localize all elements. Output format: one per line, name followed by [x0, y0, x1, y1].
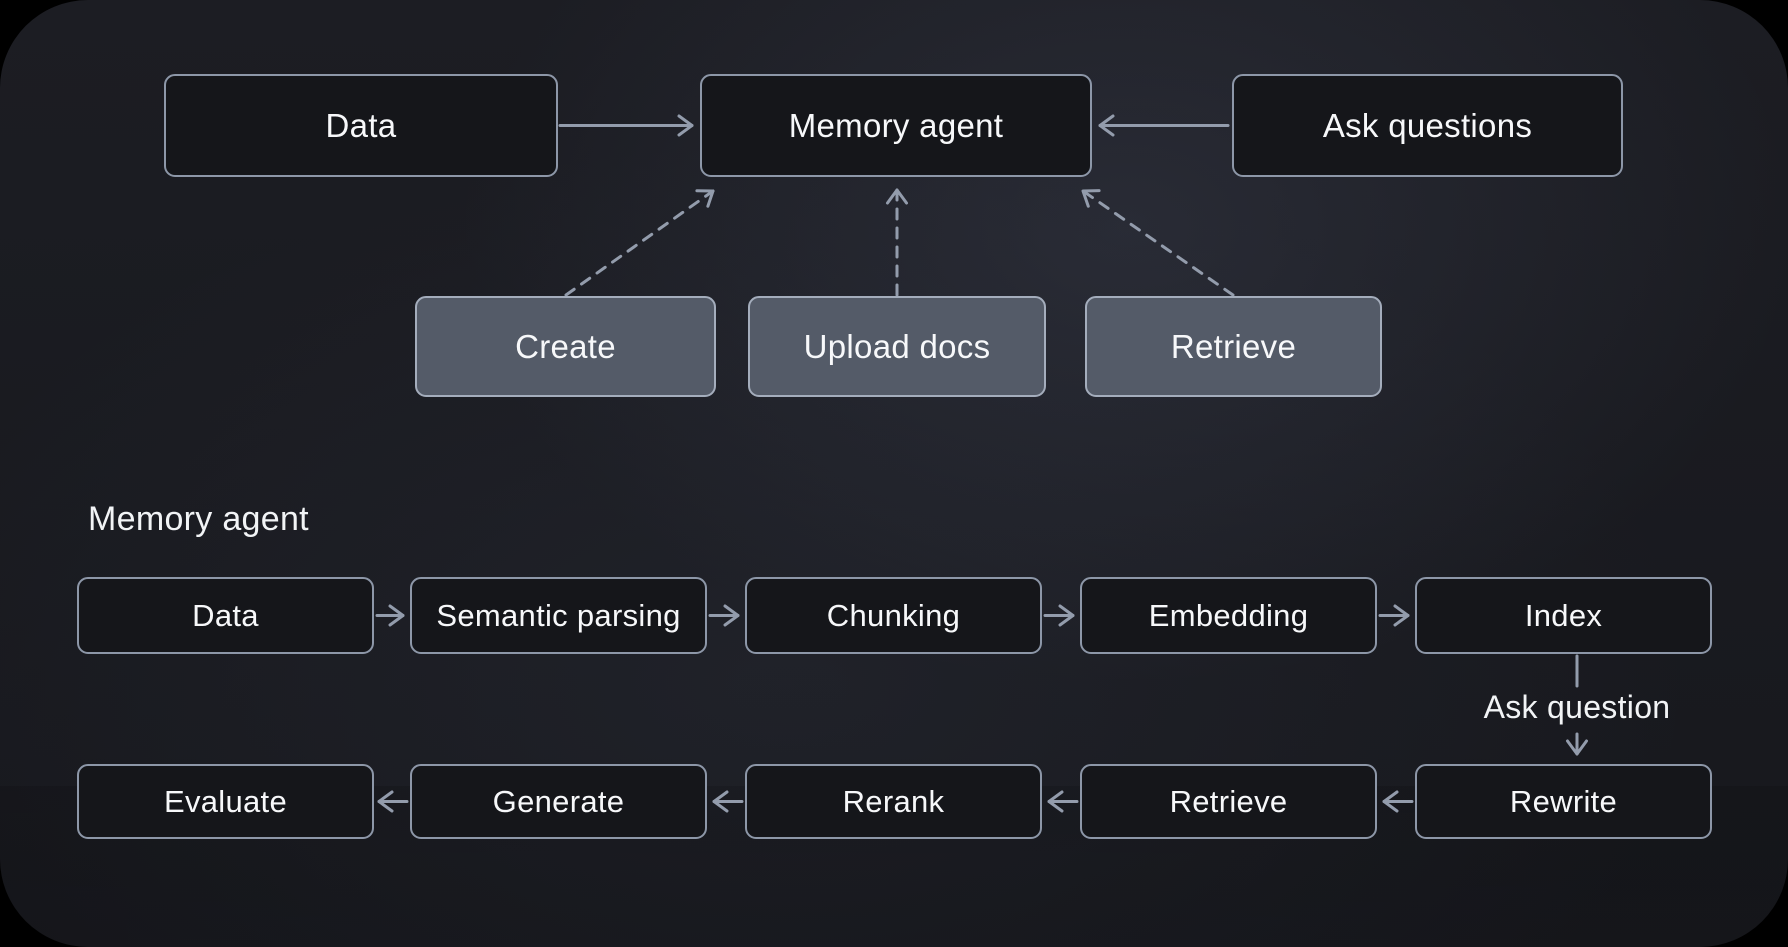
step-rewrite: Rewrite — [1415, 764, 1712, 839]
step-rerank: Rerank — [745, 764, 1042, 839]
step-data: Data — [77, 577, 374, 654]
step-evaluate: Evaluate — [77, 764, 374, 839]
section-title-memory-agent: Memory agent — [88, 500, 309, 538]
node-data-source: Data — [164, 74, 558, 177]
connector-label-ask-question: Ask question — [1483, 689, 1671, 725]
node-ask-questions: Ask questions — [1232, 74, 1623, 177]
step-retrieve: Retrieve — [1080, 764, 1377, 839]
action-upload-docs: Upload docs — [748, 296, 1046, 397]
step-index: Index — [1415, 577, 1712, 654]
action-create: Create — [415, 296, 716, 397]
step-generate: Generate — [410, 764, 707, 839]
node-memory-agent: Memory agent — [700, 74, 1092, 177]
step-embedding: Embedding — [1080, 577, 1377, 654]
arrow-create-to-memory-agent — [564, 189, 715, 297]
step-chunking: Chunking — [745, 577, 1042, 654]
step-semantic-parsing: Semantic parsing — [410, 577, 707, 654]
arrow-retrieve-to-memory-agent — [1081, 189, 1235, 297]
action-retrieve: Retrieve — [1085, 296, 1382, 397]
